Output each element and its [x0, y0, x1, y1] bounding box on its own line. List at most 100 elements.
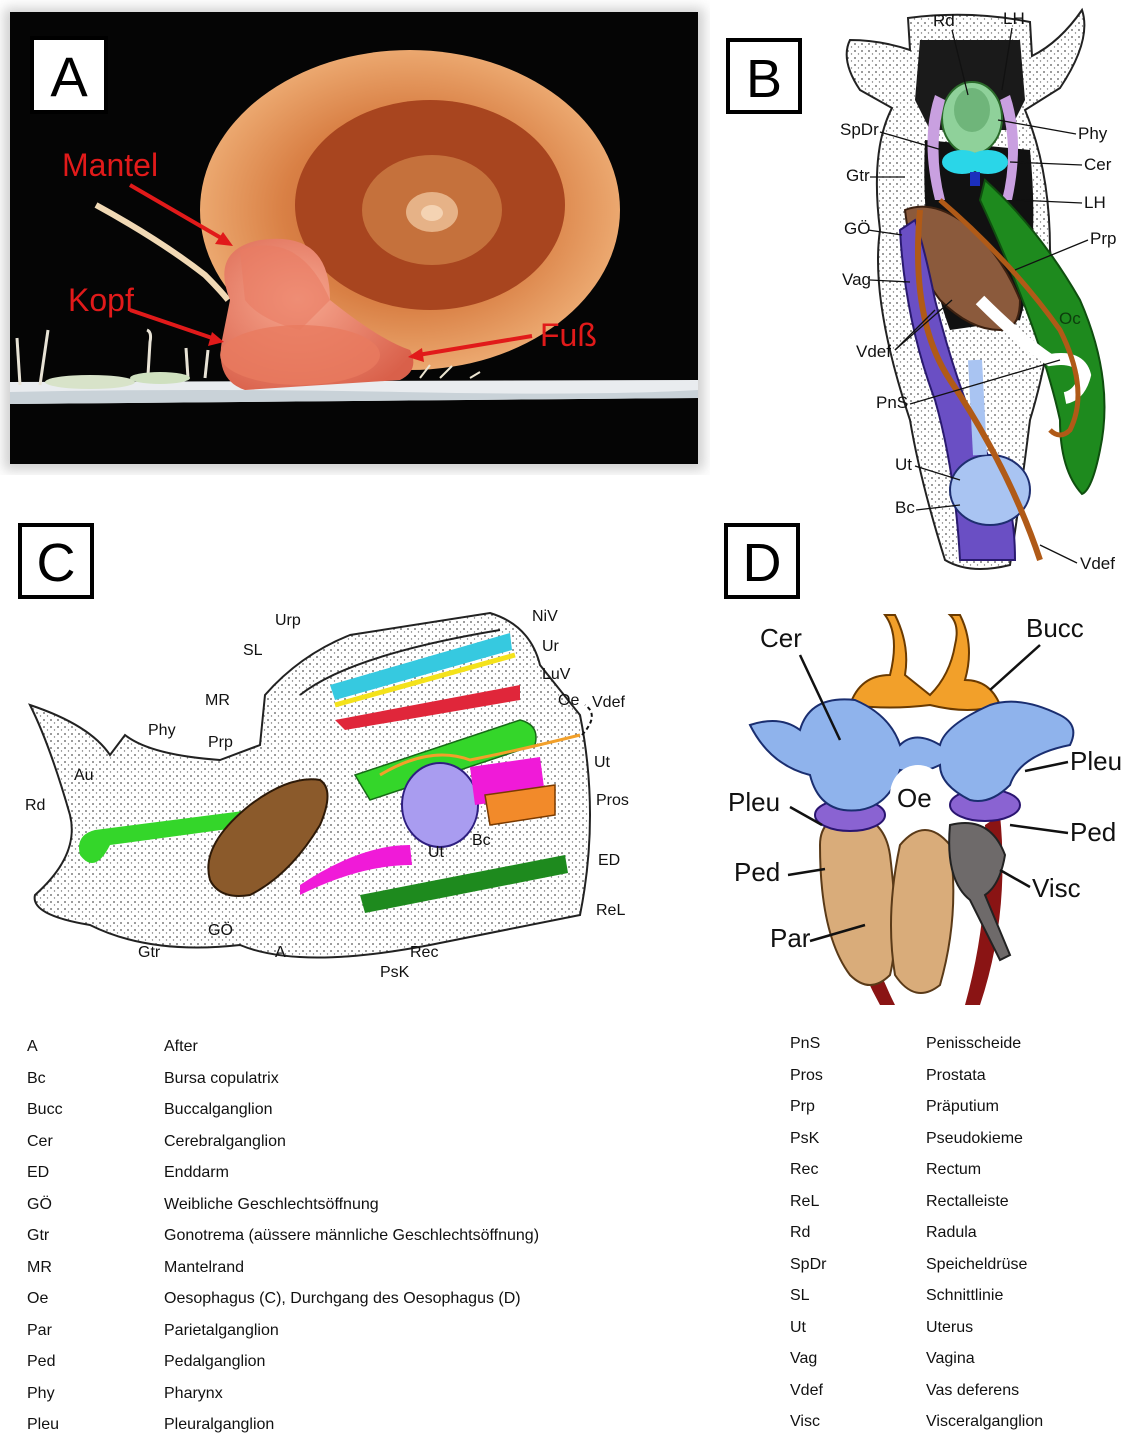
panel-b: B Rd LH SpDr Phy Cer	[720, 0, 1131, 590]
legend-desc: Schnittlinie	[926, 1287, 1003, 1305]
label-c-pros: Pros	[596, 792, 629, 809]
label-c-rec: Rec	[410, 944, 438, 961]
label-b-lh-top: LH	[1003, 9, 1025, 28]
label-c-phy: Phy	[148, 722, 176, 739]
legend-desc: Parietalganglion	[164, 1322, 279, 1340]
legend-desc: Rectalleiste	[926, 1193, 1009, 1211]
label-c-go: GÖ	[208, 921, 233, 939]
label-c-prp: Prp	[208, 734, 233, 751]
panel-c: C Urp SL NiV Ur LuV MR	[0, 515, 660, 995]
legend-desc: Mantelrand	[164, 1259, 244, 1277]
legend-left: AAfter BcBursa copulatrix BuccBuccalgang…	[27, 1038, 667, 1437]
legend-desc: After	[164, 1038, 198, 1056]
legend-desc: Cerebralganglion	[164, 1133, 286, 1151]
label-d-oe: Oe	[897, 783, 932, 813]
label-b-vdef: Vdef	[856, 342, 891, 361]
legend-desc: Oesophagus (C), Durchgang des Oesophagus…	[164, 1290, 521, 1308]
label-b-prp: Prp	[1090, 229, 1116, 248]
legend-abbr: Pros	[790, 1067, 823, 1085]
legend-abbr: SL	[790, 1287, 810, 1305]
label-d-visc: Visc	[1032, 873, 1081, 903]
legend-desc: Penisscheide	[926, 1035, 1021, 1053]
label-fuss: Fuß	[540, 317, 597, 353]
label-b-lh: LH	[1084, 193, 1106, 212]
label-b-pns: PnS	[876, 393, 908, 412]
legend-abbr: Rec	[790, 1161, 818, 1179]
anatomy-diagram-b: B Rd LH SpDr Phy Cer	[720, 0, 1131, 590]
label-c-rd: Rd	[25, 797, 45, 814]
label-b-vag: Vag	[842, 270, 871, 289]
legend-abbr: Ped	[27, 1353, 55, 1371]
panel-b-letter: B	[746, 49, 782, 109]
label-c-ut-right: Ut	[594, 754, 611, 771]
legend-abbr: MR	[27, 1259, 52, 1277]
legend-abbr: Prp	[790, 1098, 815, 1116]
legend-abbr: ReL	[790, 1193, 819, 1211]
legend-desc: Weibliche Geschlechtsöffnung	[164, 1196, 379, 1214]
panel-a: A Mantel Kopf Fuß	[0, 0, 710, 475]
label-b-phy: Phy	[1078, 124, 1108, 143]
label-c-gtr: Gtr	[138, 944, 161, 961]
label-b-oc: Oc	[1059, 309, 1081, 328]
legend-abbr: GÖ	[27, 1196, 52, 1214]
legend-abbr: A	[27, 1038, 38, 1056]
legend-abbr: Par	[27, 1322, 52, 1340]
label-c-rel: ReL	[596, 902, 625, 919]
legend-abbr: PnS	[790, 1035, 820, 1053]
label-d-par: Par	[770, 923, 811, 953]
legend-abbr: Vdef	[790, 1382, 823, 1400]
label-b-ut: Ut	[895, 455, 912, 474]
snail-photo: A Mantel Kopf Fuß	[0, 0, 710, 475]
anatomy-diagram-c: C Urp SL NiV Ur LuV MR	[0, 515, 660, 995]
label-c-niv: NiV	[532, 608, 558, 625]
legend-desc: Buccalganglion	[164, 1101, 273, 1119]
label-d-pleu-left: Pleu	[728, 787, 780, 817]
legend-abbr: Gtr	[27, 1227, 49, 1245]
label-d-ped-right: Ped	[1070, 817, 1116, 847]
ganglia-diagram-d: D Cer Bucc Pleu Oe Pleu Ped Ped Visc Par	[690, 515, 1131, 1015]
legend-desc: Vas deferens	[926, 1382, 1019, 1400]
legend-desc: Visceralganglion	[926, 1413, 1043, 1431]
label-c-mr: MR	[205, 692, 230, 709]
legend-desc: Enddarm	[164, 1164, 229, 1182]
label-b-go: GÖ	[844, 219, 870, 238]
label-c-sl: SL	[243, 642, 263, 659]
label-c-bc: Bc	[472, 832, 491, 849]
label-c-a: A	[275, 944, 286, 961]
legend-desc: Pseudokieme	[926, 1130, 1023, 1148]
label-c-psk: PsK	[380, 964, 410, 981]
legend-abbr: Vag	[790, 1350, 817, 1368]
legend-abbr: Ut	[790, 1319, 806, 1337]
label-c-urp: Urp	[275, 612, 301, 629]
panel-c-letter: C	[37, 533, 76, 593]
label-c-au: Au	[74, 767, 94, 784]
legend-abbr: ED	[27, 1164, 49, 1182]
legend-desc: Radula	[926, 1224, 977, 1242]
panel-d: D Cer Bucc Pleu Oe Pleu Ped Ped Visc Par	[690, 515, 1131, 1015]
legend-desc: Präputium	[926, 1098, 999, 1116]
label-c-ed: ED	[598, 852, 620, 869]
legend-abbr: Bc	[27, 1070, 46, 1088]
label-d-pleu-right: Pleu	[1070, 746, 1122, 776]
legend-right: PnS Penisscheide Pros Prostata Prp Präputiu…	[790, 1035, 1130, 1437]
label-c-ut: Ut	[428, 844, 445, 861]
legend-desc: Bursa copulatrix	[164, 1070, 279, 1088]
legend-desc: Pharynx	[164, 1385, 223, 1403]
legend-abbr: Oe	[27, 1290, 48, 1308]
legend-abbr: Cer	[27, 1133, 53, 1151]
panel-a-letter: A	[50, 45, 88, 108]
label-d-ped-left: Ped	[734, 857, 780, 887]
legend-abbr: Phy	[27, 1385, 55, 1403]
legend-desc: Uterus	[926, 1319, 973, 1337]
legend-desc: Gonotrema (aüssere männliche Geschlechts…	[164, 1227, 539, 1245]
legend-abbr: SpDr	[790, 1256, 826, 1274]
legend-abbr: Visc	[790, 1413, 820, 1431]
legend-desc: Rectum	[926, 1161, 981, 1179]
legend-desc: Pleuralganglion	[164, 1416, 274, 1434]
label-d-cer: Cer	[760, 623, 802, 653]
label-c-vdef: Vdef	[592, 694, 625, 711]
legend-desc: Prostata	[926, 1067, 986, 1085]
legend-abbr: Rd	[790, 1224, 810, 1242]
legend-desc: Speicheldrüse	[926, 1256, 1027, 1274]
legend-desc: Pedalganglion	[164, 1353, 265, 1371]
